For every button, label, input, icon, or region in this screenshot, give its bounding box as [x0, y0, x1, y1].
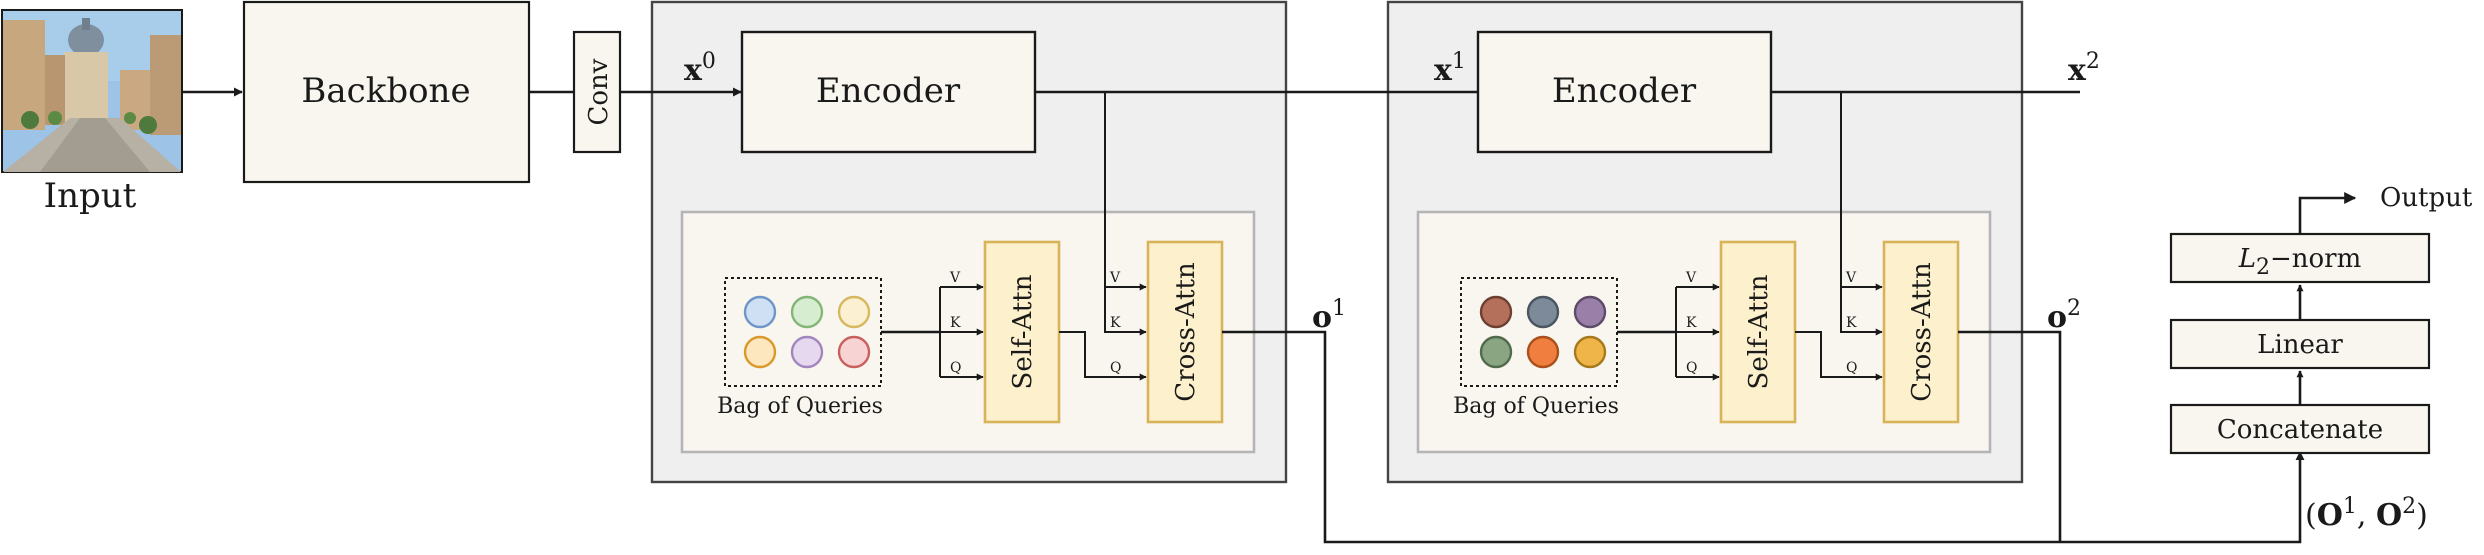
input-label: Input — [44, 176, 137, 216]
cross-attn-2-k-label: K — [1846, 315, 1857, 331]
self-attn-2-to-cross-q-arrow — [1795, 331, 1883, 381]
l2-norm-block — [2169, 232, 2431, 284]
self-attn-1-k-label: K — [950, 315, 961, 331]
query-token — [1573, 335, 1607, 369]
bag-of-queries-2 — [1479, 295, 1607, 369]
query-token — [837, 335, 871, 369]
cross-attn-1-block — [1146, 240, 1224, 424]
query-token — [1526, 295, 1560, 329]
o2-to-concatenate-line — [1958, 330, 2062, 542]
backbone-block — [242, 0, 531, 184]
query-token — [837, 295, 871, 329]
o1-label: o1 — [1312, 296, 1346, 335]
encoder-2-block — [1476, 30, 1773, 154]
bag-of-queries-2-box — [1460, 277, 1618, 387]
concatenate-label: Concatenate — [2217, 415, 2383, 445]
encoder-1-block — [740, 30, 1037, 154]
query-token — [743, 295, 777, 329]
cross-attn-1-v-label: V — [1109, 270, 1121, 286]
o1-to-concatenate-line — [1222, 330, 2305, 544]
self-attn-1-v-label: V — [949, 270, 961, 286]
conv-label: Conv — [584, 58, 614, 125]
cross-attn-1-label: Cross-Attn — [1171, 262, 1201, 402]
bag-of-queries-1-box — [724, 277, 882, 387]
cross-attn-2-label: Cross-Attn — [1907, 262, 1937, 402]
input-image — [1, 9, 183, 173]
self-attn-1-q-label: Q — [950, 360, 961, 376]
o-tuple-label: (O1, O2) — [2305, 494, 2428, 533]
l2-norm-label: L2−norm — [2238, 244, 2362, 280]
self-attn-2-q-label: Q — [1686, 360, 1697, 376]
output-label: Output — [2380, 183, 2473, 213]
linear-label: Linear — [2257, 330, 2343, 360]
cross-attn-1-q-label: Q — [1110, 360, 1121, 376]
x2-label: x2 — [2068, 49, 2100, 88]
self-attn-1-block — [983, 240, 1061, 424]
concatenate-block — [2169, 403, 2431, 455]
conv-block — [572, 30, 622, 154]
query-token — [1573, 295, 1607, 329]
x0-label: x0 — [684, 49, 716, 88]
encoder-2-to-cross-k-arrow — [1840, 287, 1883, 336]
query-token — [1479, 295, 1513, 329]
o2-label: o2 — [2047, 296, 2081, 335]
l2norm-to-output-arrow — [2298, 192, 2357, 234]
backbone-label: Backbone — [301, 71, 470, 111]
query-token — [790, 335, 824, 369]
encoder-2-label: Encoder — [1552, 71, 1697, 111]
bag-of-queries-1 — [743, 295, 871, 369]
query-token — [743, 335, 777, 369]
cross-attn-1-k-label: K — [1110, 315, 1121, 331]
cross-attn-2-block — [1882, 240, 1960, 424]
self-attn-2-label: Self-Attn — [1744, 274, 1774, 389]
bag-of-queries-1-label: Bag of Queries — [717, 394, 883, 419]
cross-attn-2-q-label: Q — [1846, 360, 1857, 376]
self-attn-2-k-label: K — [1686, 315, 1697, 331]
bag-of-queries-2-label: Bag of Queries — [1453, 394, 1619, 419]
cross-attn-2-v-label: V — [1845, 270, 1857, 286]
encoder-1-to-cross-k-arrow — [1104, 287, 1147, 336]
self-attn-2-v-label: V — [1685, 270, 1697, 286]
query-token — [1526, 335, 1560, 369]
x1-label: x1 — [1434, 49, 1466, 88]
encoder-1-label: Encoder — [816, 71, 961, 111]
query-token — [1479, 335, 1513, 369]
self-attn-1-label: Self-Attn — [1008, 274, 1038, 389]
self-attn-1-to-cross-q-arrow — [1059, 331, 1147, 381]
query-token — [790, 295, 824, 329]
